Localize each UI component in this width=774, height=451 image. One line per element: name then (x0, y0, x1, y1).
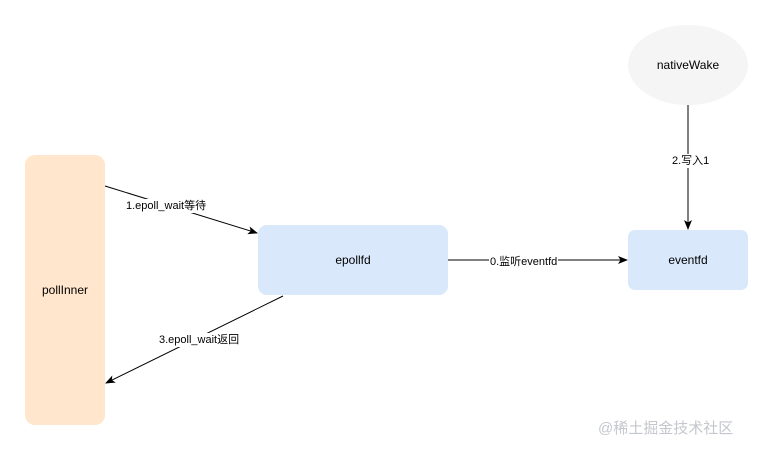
epollfd-label: epollfd (335, 253, 371, 267)
epollfd-node: epollfd (258, 225, 448, 295)
pollinner-node: pollInner (25, 155, 105, 425)
nativewake-label: nativeWake (656, 58, 720, 72)
nativewake-node: nativeWake (628, 25, 748, 105)
edge-label-write-1: 2.写入1 (671, 154, 711, 168)
watermark: @稀土掘金技术社区 (598, 420, 734, 437)
edge-label-epoll-wait: 1.epoll_wait等待 (125, 199, 208, 213)
edge-label-listen-eventfd: 0.监听eventfd (489, 255, 559, 269)
pollinner-label: pollInner (41, 283, 89, 297)
eventfd-node: eventfd (628, 230, 748, 290)
edge-label-epoll-return: 3.epoll_wait返回 (158, 333, 241, 347)
eventfd-label: eventfd (668, 253, 708, 267)
